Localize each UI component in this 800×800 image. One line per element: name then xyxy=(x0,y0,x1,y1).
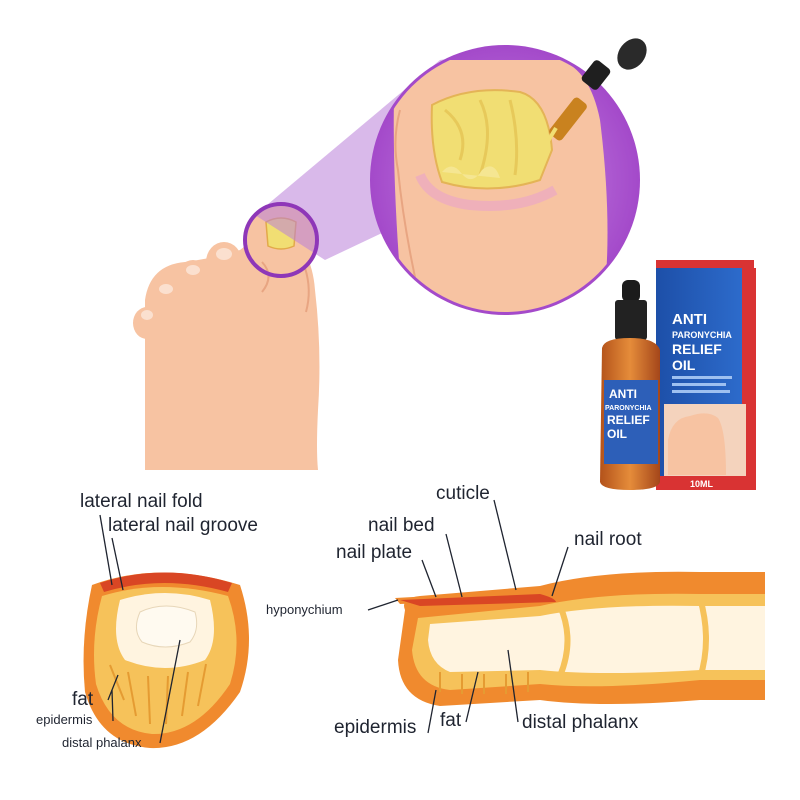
label-epidermis-cross: epidermis xyxy=(36,712,93,727)
foot-illustration xyxy=(133,204,320,470)
label-nail-plate: nail plate xyxy=(336,542,413,563)
box-title-line-2: PARONYCHIA xyxy=(672,330,732,340)
leader-lines xyxy=(99,499,569,744)
label-fat-long: fat xyxy=(440,710,462,731)
nail-longitudinal-section xyxy=(395,571,765,706)
box-title-line-1: ANTI xyxy=(672,311,707,328)
label-distal-phalanx-cross: distal phalanx xyxy=(62,735,142,750)
label-nail-root: nail root xyxy=(574,529,642,550)
box-title-line-4: OIL xyxy=(672,357,696,373)
bottle-title-line-1: ANTI xyxy=(609,387,637,401)
label-hyponychium: hyponychium xyxy=(266,602,343,617)
magnification-beam xyxy=(243,38,647,315)
bottle-title-line-4: OIL xyxy=(607,427,627,441)
box-title-line-3: RELIEF xyxy=(672,341,722,357)
bottle-title-line-2: PARONYCHIA xyxy=(605,405,652,412)
label-lateral-nail-groove: lateral nail groove xyxy=(108,515,258,536)
box-volume: 10ML xyxy=(690,479,714,489)
label-fat-cross: fat xyxy=(72,689,94,710)
dropper-icon xyxy=(543,38,647,148)
label-lateral-nail-fold: lateral nail fold xyxy=(80,491,203,512)
label-cuticle: cuticle xyxy=(436,483,490,504)
product-bottle: ANTI PARONYCHIA RELIEF OIL xyxy=(600,280,660,490)
product-box: ANTI PARONYCHIA RELIEF OIL 10ML xyxy=(656,260,756,490)
label-nail-bed: nail bed xyxy=(368,515,435,536)
label-distal-phalanx-long: distal phalanx xyxy=(522,712,639,733)
bottle-title-line-3: RELIEF xyxy=(607,413,650,427)
nail-cross-section xyxy=(83,572,249,749)
label-epidermis-long: epidermis xyxy=(334,717,417,738)
